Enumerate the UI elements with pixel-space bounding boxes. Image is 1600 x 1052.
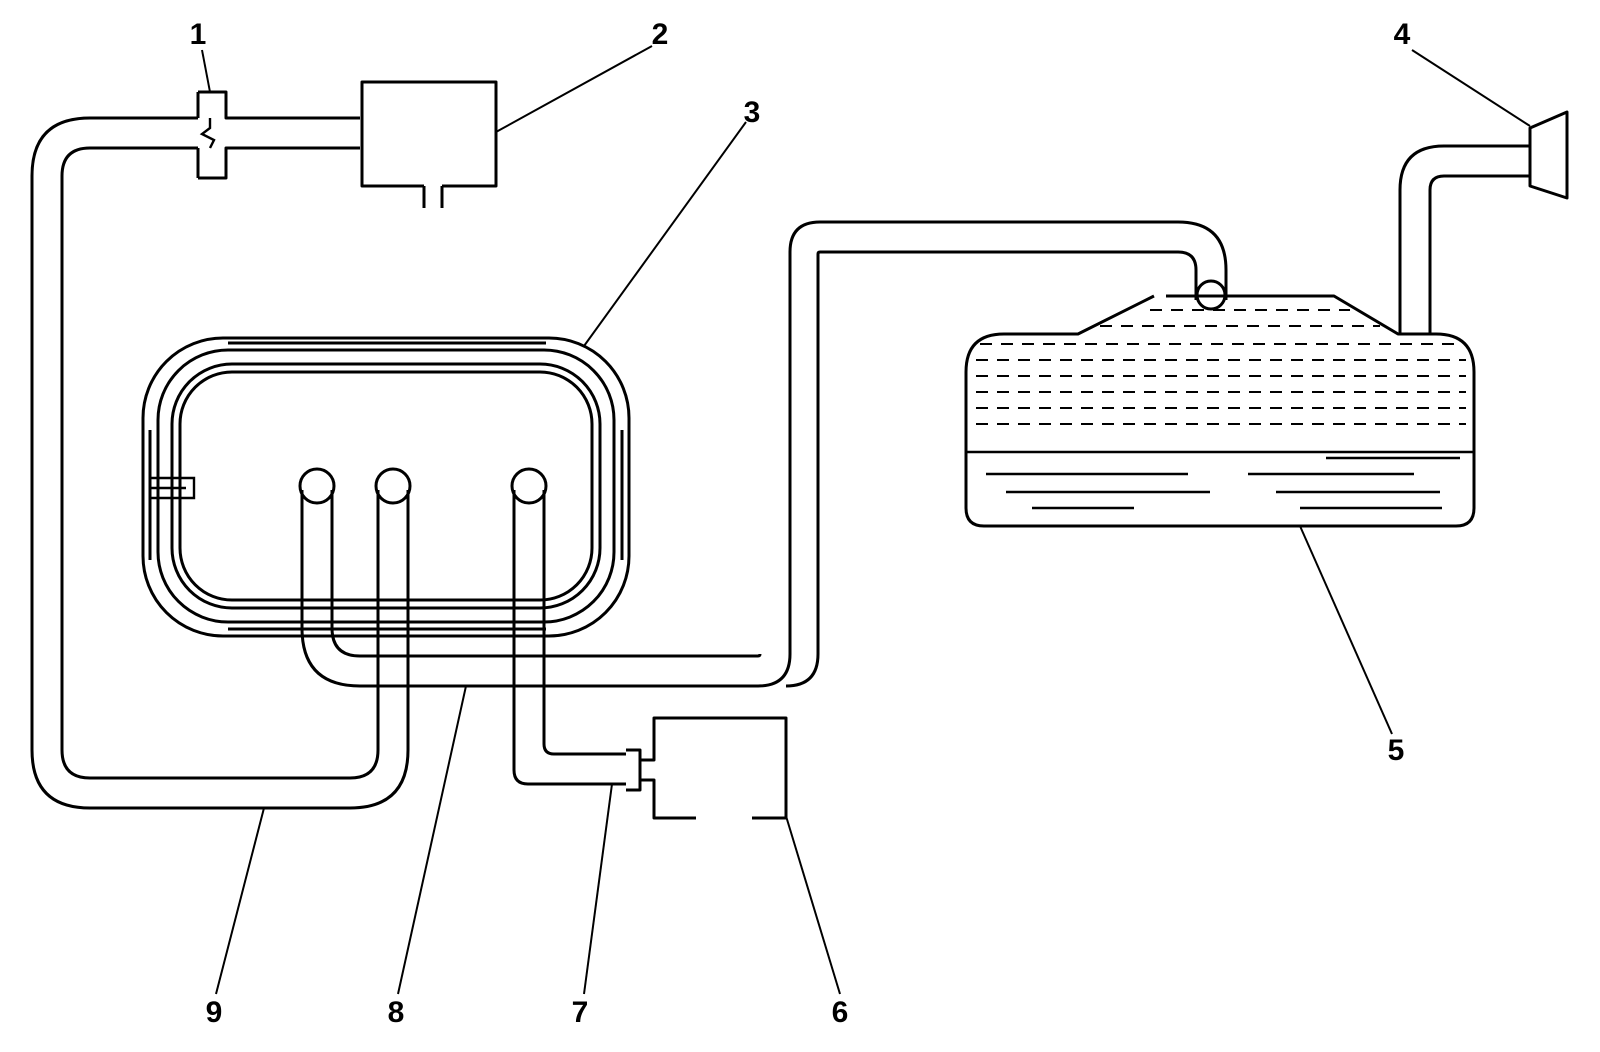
callout-5: 5 bbox=[1388, 734, 1405, 767]
t-connector-check-valve bbox=[196, 90, 360, 180]
callout-2: 2 bbox=[652, 18, 669, 51]
evap-canister bbox=[141, 336, 631, 638]
callout-1: 1 bbox=[190, 18, 207, 51]
fuel-tank bbox=[964, 279, 1476, 528]
callout-9: 9 bbox=[206, 996, 223, 1029]
purge-solenoid-box bbox=[360, 80, 498, 208]
fuel-cap bbox=[1528, 110, 1569, 200]
fuel-vapor-hatch bbox=[976, 309, 1466, 425]
callout-8: 8 bbox=[388, 996, 405, 1029]
callout-7: 7 bbox=[572, 996, 589, 1029]
vent-solenoid-box bbox=[626, 716, 788, 820]
callout-4: 4 bbox=[1394, 18, 1411, 51]
callout-6: 6 bbox=[832, 996, 849, 1029]
callout-leaders bbox=[201, 45, 1531, 995]
callout-3: 3 bbox=[744, 96, 761, 129]
callout-numbers: 1 2 3 4 5 6 7 8 9 bbox=[190, 18, 1411, 1029]
canister-ports bbox=[298, 467, 548, 505]
hose-9 bbox=[30, 116, 410, 810]
filler-neck bbox=[1398, 144, 1530, 334]
hose-8 bbox=[300, 220, 1228, 688]
hose-7 bbox=[512, 490, 626, 786]
liquid-fuel-lines bbox=[986, 456, 1460, 510]
